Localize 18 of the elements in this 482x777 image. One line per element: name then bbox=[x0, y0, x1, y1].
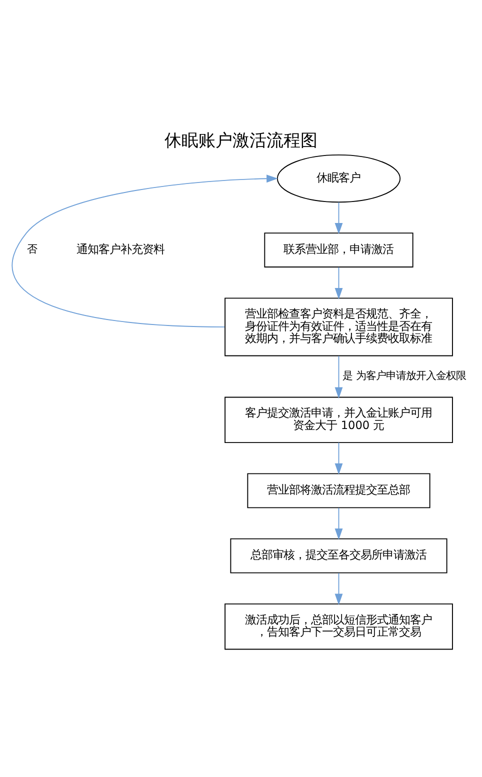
node-box: 营业部将激活流程提交至总部 bbox=[247, 472, 430, 508]
node-ellipse: 休眠客户 bbox=[276, 154, 401, 202]
edge-label: 否 bbox=[27, 243, 38, 256]
diagram-title: 休眠账户激活流程图 bbox=[164, 130, 318, 151]
node-box: 客户提交激活申请，并入金让账户可用资金大于 1000 元 bbox=[224, 396, 453, 443]
arrow bbox=[12, 174, 278, 327]
arrow bbox=[334, 442, 343, 474]
arrow bbox=[334, 354, 343, 398]
arrow bbox=[334, 572, 343, 605]
node-box: 营业部检查客户资料是否规范、齐全，身份证件为有效证件，适当性是否在有效期内，并与客户确认手续费收取标准 bbox=[224, 297, 453, 356]
arrow bbox=[334, 506, 343, 540]
node-box: 激活成功后，总部以短信形式通知客户，告知客户下一交易日可正常交易 bbox=[224, 602, 453, 650]
node-box: 总部审核，提交至各交易所申请激活 bbox=[230, 538, 448, 573]
edge-label: 是 为客户申请放开入金权限 bbox=[342, 370, 466, 382]
arrow bbox=[334, 266, 343, 299]
node-box: 联系营业部，申请激活 bbox=[264, 232, 414, 267]
arrow bbox=[334, 201, 343, 234]
label: 通知客户补充资料 bbox=[76, 241, 165, 256]
